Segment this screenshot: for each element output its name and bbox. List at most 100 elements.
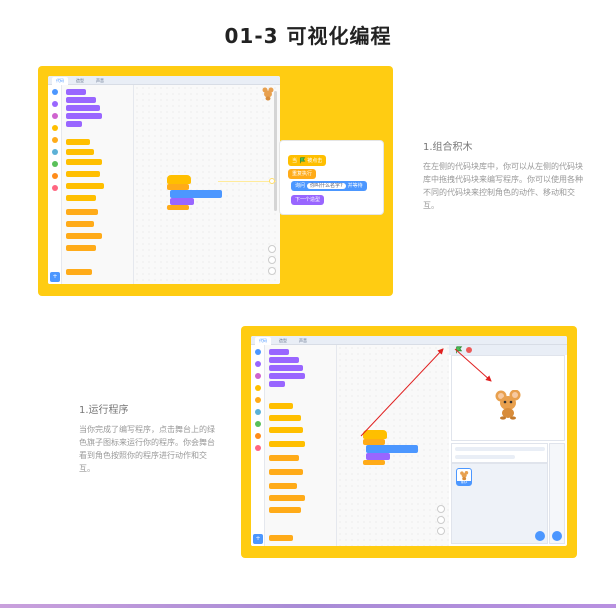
block-palette [265, 345, 337, 546]
zoom-in-icon[interactable] [268, 245, 276, 253]
green-flag-icon[interactable] [455, 346, 463, 354]
palette-block[interactable] [66, 149, 94, 155]
block-forever[interactable] [363, 439, 385, 445]
palette-block[interactable] [66, 221, 94, 227]
panel-run-program: 代码 造型 声音 + [241, 326, 577, 558]
category-my-blocks[interactable] [255, 445, 261, 451]
category-sound[interactable] [52, 113, 58, 119]
palette-block[interactable] [66, 121, 82, 127]
palette-block[interactable] [269, 469, 303, 475]
palette-block[interactable] [66, 171, 100, 177]
palette-block[interactable] [66, 183, 104, 189]
bottom-divider [0, 604, 616, 608]
stage-selector[interactable] [549, 443, 565, 544]
category-motion[interactable] [52, 89, 58, 95]
tab-code[interactable]: 代码 [255, 337, 271, 345]
zoom-reset-icon[interactable] [268, 267, 276, 275]
block-ask[interactable] [366, 445, 418, 453]
extension-icon[interactable]: + [253, 534, 263, 544]
block-palette [62, 85, 134, 284]
palette-block[interactable] [66, 209, 98, 215]
palette-block[interactable] [66, 195, 96, 201]
section1-heading: 1.组合积木 [423, 142, 473, 153]
block-next-costume[interactable] [170, 198, 194, 205]
palette-block[interactable] [66, 97, 96, 103]
script-workspace[interactable] [134, 85, 280, 284]
category-operators[interactable] [52, 161, 58, 167]
block-forever-end [167, 205, 189, 210]
section1-body: 在左侧的代码块库中，你可以从左侧的代码块库中拖拽代码块来编写程序。你可以使用各种… [423, 162, 583, 210]
block-when-flag[interactable] [363, 430, 387, 439]
palette-block[interactable] [269, 365, 303, 371]
extension-icon[interactable]: + [50, 272, 60, 282]
palette-block[interactable] [66, 105, 100, 111]
palette-block[interactable] [269, 507, 301, 513]
category-sound[interactable] [255, 373, 261, 379]
workspace-scrollbar[interactable] [274, 91, 277, 211]
category-variables[interactable] [52, 173, 58, 179]
sprite-name-field[interactable] [455, 447, 545, 451]
when-flag-label: 当 [292, 158, 298, 164]
palette-block[interactable] [66, 233, 102, 239]
script-workspace[interactable] [337, 345, 449, 546]
sprite-mouse-icon[interactable] [495, 390, 523, 420]
palette-block[interactable] [269, 357, 299, 363]
add-backdrop-button[interactable] [552, 531, 562, 541]
category-looks[interactable] [52, 101, 58, 107]
category-control[interactable] [255, 397, 261, 403]
palette-block[interactable] [269, 349, 289, 355]
palette-block[interactable] [269, 415, 301, 421]
category-events[interactable] [52, 125, 58, 131]
page-title: 01-3 可视化编程 [224, 24, 392, 48]
zoom-connector-line [218, 181, 276, 182]
tab-costumes[interactable]: 造型 [76, 78, 84, 83]
palette-block[interactable] [66, 113, 102, 119]
palette-block[interactable] [269, 495, 305, 501]
tab-sounds[interactable]: 声音 [96, 78, 104, 83]
category-variables[interactable] [255, 433, 261, 439]
palette-block[interactable] [269, 441, 305, 447]
palette-block[interactable] [66, 159, 102, 165]
sprite-mouse-icon [262, 87, 274, 101]
category-motion[interactable] [255, 349, 261, 355]
sprite-info-panel [451, 443, 548, 463]
palette-block[interactable] [269, 455, 299, 461]
editor-tabs: 代码 造型 声音 [48, 76, 280, 85]
category-sensing[interactable] [255, 409, 261, 415]
zoom-connector-dot [269, 178, 275, 184]
stage[interactable] [451, 355, 565, 441]
sprite-props-row[interactable] [455, 455, 515, 459]
category-my-blocks[interactable] [52, 185, 58, 191]
palette-block[interactable] [66, 139, 90, 145]
palette-block[interactable] [269, 373, 305, 379]
tab-code[interactable]: 代码 [52, 77, 68, 85]
palette-block[interactable] [66, 245, 96, 251]
palette-block[interactable] [269, 381, 285, 387]
block-when-flag[interactable] [167, 175, 191, 184]
tab-sounds[interactable]: 声音 [299, 338, 307, 343]
category-events[interactable] [255, 385, 261, 391]
palette-block[interactable] [269, 535, 293, 541]
category-operators[interactable] [255, 421, 261, 427]
stop-icon[interactable] [466, 347, 472, 353]
palette-block[interactable] [269, 403, 293, 409]
zoom-out-icon[interactable] [437, 516, 445, 524]
zoom-out-icon[interactable] [268, 256, 276, 264]
tab-costumes[interactable]: 造型 [279, 338, 287, 343]
category-control[interactable] [52, 137, 58, 143]
panel-compose-blocks: 代码 造型 声音 + [38, 66, 393, 296]
sprite-thumbnail[interactable]: 角色1 [456, 468, 472, 486]
palette-block[interactable] [66, 269, 92, 275]
sprite-mouse-icon [460, 471, 469, 481]
block-forever[interactable] [167, 184, 189, 190]
block-next-costume[interactable] [366, 453, 390, 460]
palette-block[interactable] [269, 427, 303, 433]
zoom-reset-icon[interactable] [437, 527, 445, 535]
category-looks[interactable] [255, 361, 261, 367]
add-sprite-button[interactable] [535, 531, 545, 541]
block-ask[interactable] [170, 190, 222, 198]
category-sensing[interactable] [52, 149, 58, 155]
palette-block[interactable] [66, 89, 86, 95]
palette-block[interactable] [269, 483, 297, 489]
zoom-in-icon[interactable] [437, 505, 445, 513]
